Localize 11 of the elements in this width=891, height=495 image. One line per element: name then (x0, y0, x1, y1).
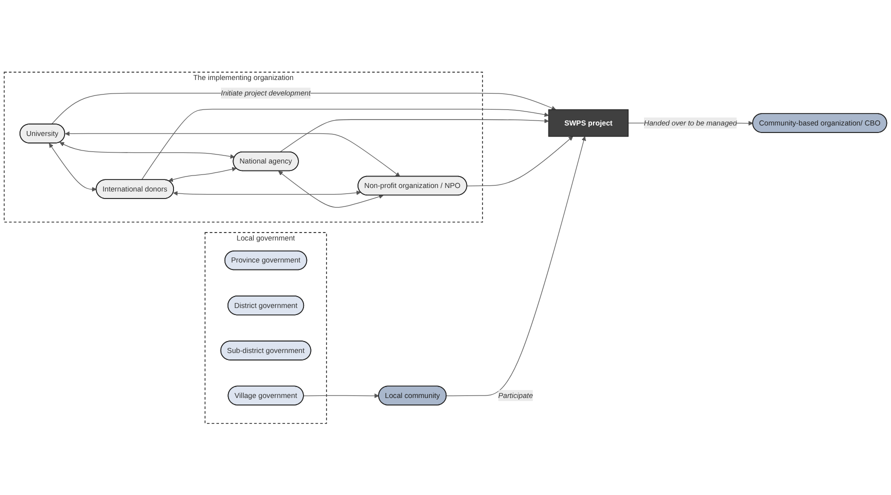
arrow (65, 131, 400, 176)
arrow (48, 142, 97, 192)
arrow (446, 136, 586, 396)
arrow (278, 170, 384, 208)
arrow (60, 142, 235, 158)
arrow (168, 166, 237, 182)
arrow (466, 136, 574, 186)
arrow (303, 393, 380, 398)
arrow (173, 190, 361, 196)
arrow (280, 118, 549, 152)
arrow (141, 108, 549, 180)
